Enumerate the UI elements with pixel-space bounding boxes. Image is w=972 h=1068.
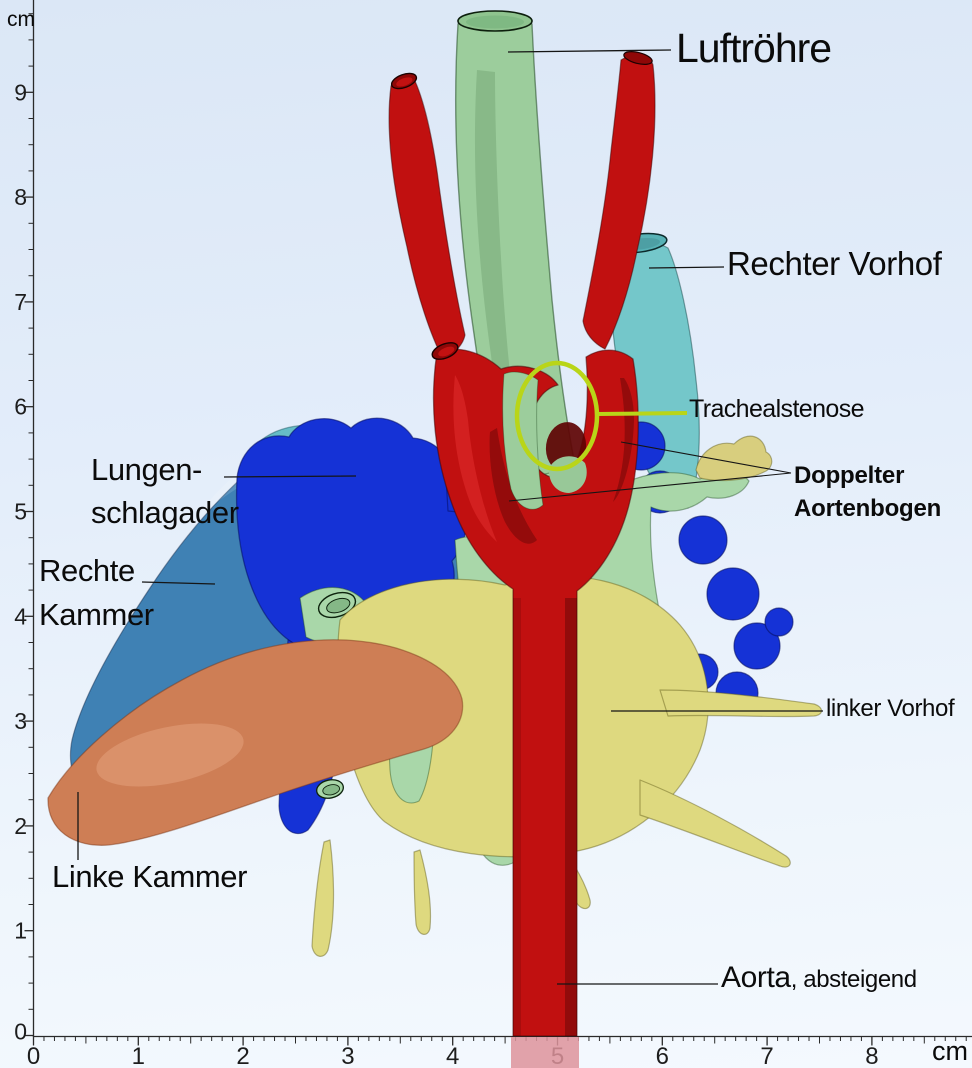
y-tick-label: 8 xyxy=(14,184,27,210)
aorta-mesh xyxy=(388,51,656,1068)
y-tick-label: 5 xyxy=(14,499,27,525)
x-tick-label: 8 xyxy=(865,1043,878,1068)
y-tick-label: 3 xyxy=(14,708,27,734)
label-trachea: Luftröhre xyxy=(676,25,832,71)
bronchus-ring-icon xyxy=(316,779,344,799)
axes xyxy=(24,0,972,1046)
leader-lungenschlagader xyxy=(223,475,357,478)
x-tick-label: 3 xyxy=(341,1043,354,1068)
label-descending-aorta-suffix: , absteigend xyxy=(790,966,917,993)
label-double-aortic-arch: Doppelter Aortenbogen xyxy=(794,459,941,525)
label-descending-aorta: Aorta, absteigend xyxy=(721,963,917,993)
x-tick-label: 7 xyxy=(760,1043,773,1068)
label-pulmonary-artery-line1: Lungen- xyxy=(91,452,202,487)
y-tick-label: 4 xyxy=(14,603,27,629)
label-left-ventricle: Linke Kammer xyxy=(52,859,248,894)
label-right-ventricle-line1: Rechte xyxy=(39,553,135,588)
leader-trachealstenose xyxy=(596,411,688,416)
leader-lines xyxy=(77,49,823,985)
y-axis-tick-labels: 0 1 2 3 4 5 6 7 8 9 xyxy=(14,79,27,1044)
anatomy-model xyxy=(47,10,823,1068)
y-tick-label: 2 xyxy=(14,813,27,839)
label-double-aortic-arch-line2: Aortenbogen xyxy=(794,495,942,522)
y-axis-unit-label: cm xyxy=(7,8,35,31)
x-tick-label: 6 xyxy=(656,1043,669,1068)
label-descending-aorta-main: Aorta xyxy=(721,961,791,994)
left-ventricle-mesh xyxy=(47,639,464,846)
x-tick-label: 1 xyxy=(132,1043,145,1068)
x-tick-label: 4 xyxy=(446,1043,459,1068)
y-tick-label: 6 xyxy=(14,394,27,420)
x-axis-unit-label: cm xyxy=(932,1036,968,1066)
bronchus-ring-icon xyxy=(317,591,357,619)
label-tracheal-stenosis: Trachealstenose xyxy=(689,395,865,423)
label-left-atrium: linker Vorhof xyxy=(826,695,955,722)
x-tick-label: 0 xyxy=(27,1043,40,1068)
label-right-ventricle: Rechte Kammer xyxy=(39,549,154,637)
x-tick-label: 2 xyxy=(236,1043,249,1068)
y-axis-minor-ticks xyxy=(28,13,34,1010)
aorta-faded-below-axis xyxy=(511,1037,579,1068)
label-double-aortic-arch-line1: Doppelter xyxy=(794,462,905,489)
label-right-ventricle-line2: Kammer xyxy=(39,597,154,632)
leader-rechter-vorhof xyxy=(648,266,725,269)
leader-rechte-kammer xyxy=(141,581,216,585)
stenosis-highlight-ring xyxy=(514,360,600,472)
leader-doppelter-lower xyxy=(508,472,792,502)
label-right-atrium: Rechter Vorhof xyxy=(727,245,942,282)
y-axis-major-ticks xyxy=(24,91,34,1037)
y-tick-label: 1 xyxy=(14,918,27,944)
label-pulmonary-artery: Lungen- schlagader xyxy=(91,448,239,534)
y-tick-label: 7 xyxy=(14,289,27,315)
leader-doppelter-upper xyxy=(620,441,792,474)
label-pulmonary-artery-line2: schlagader xyxy=(91,495,239,530)
y-tick-label: 0 xyxy=(14,1019,27,1045)
leader-luftroehre xyxy=(507,49,672,53)
y-tick-label: 9 xyxy=(14,79,27,105)
